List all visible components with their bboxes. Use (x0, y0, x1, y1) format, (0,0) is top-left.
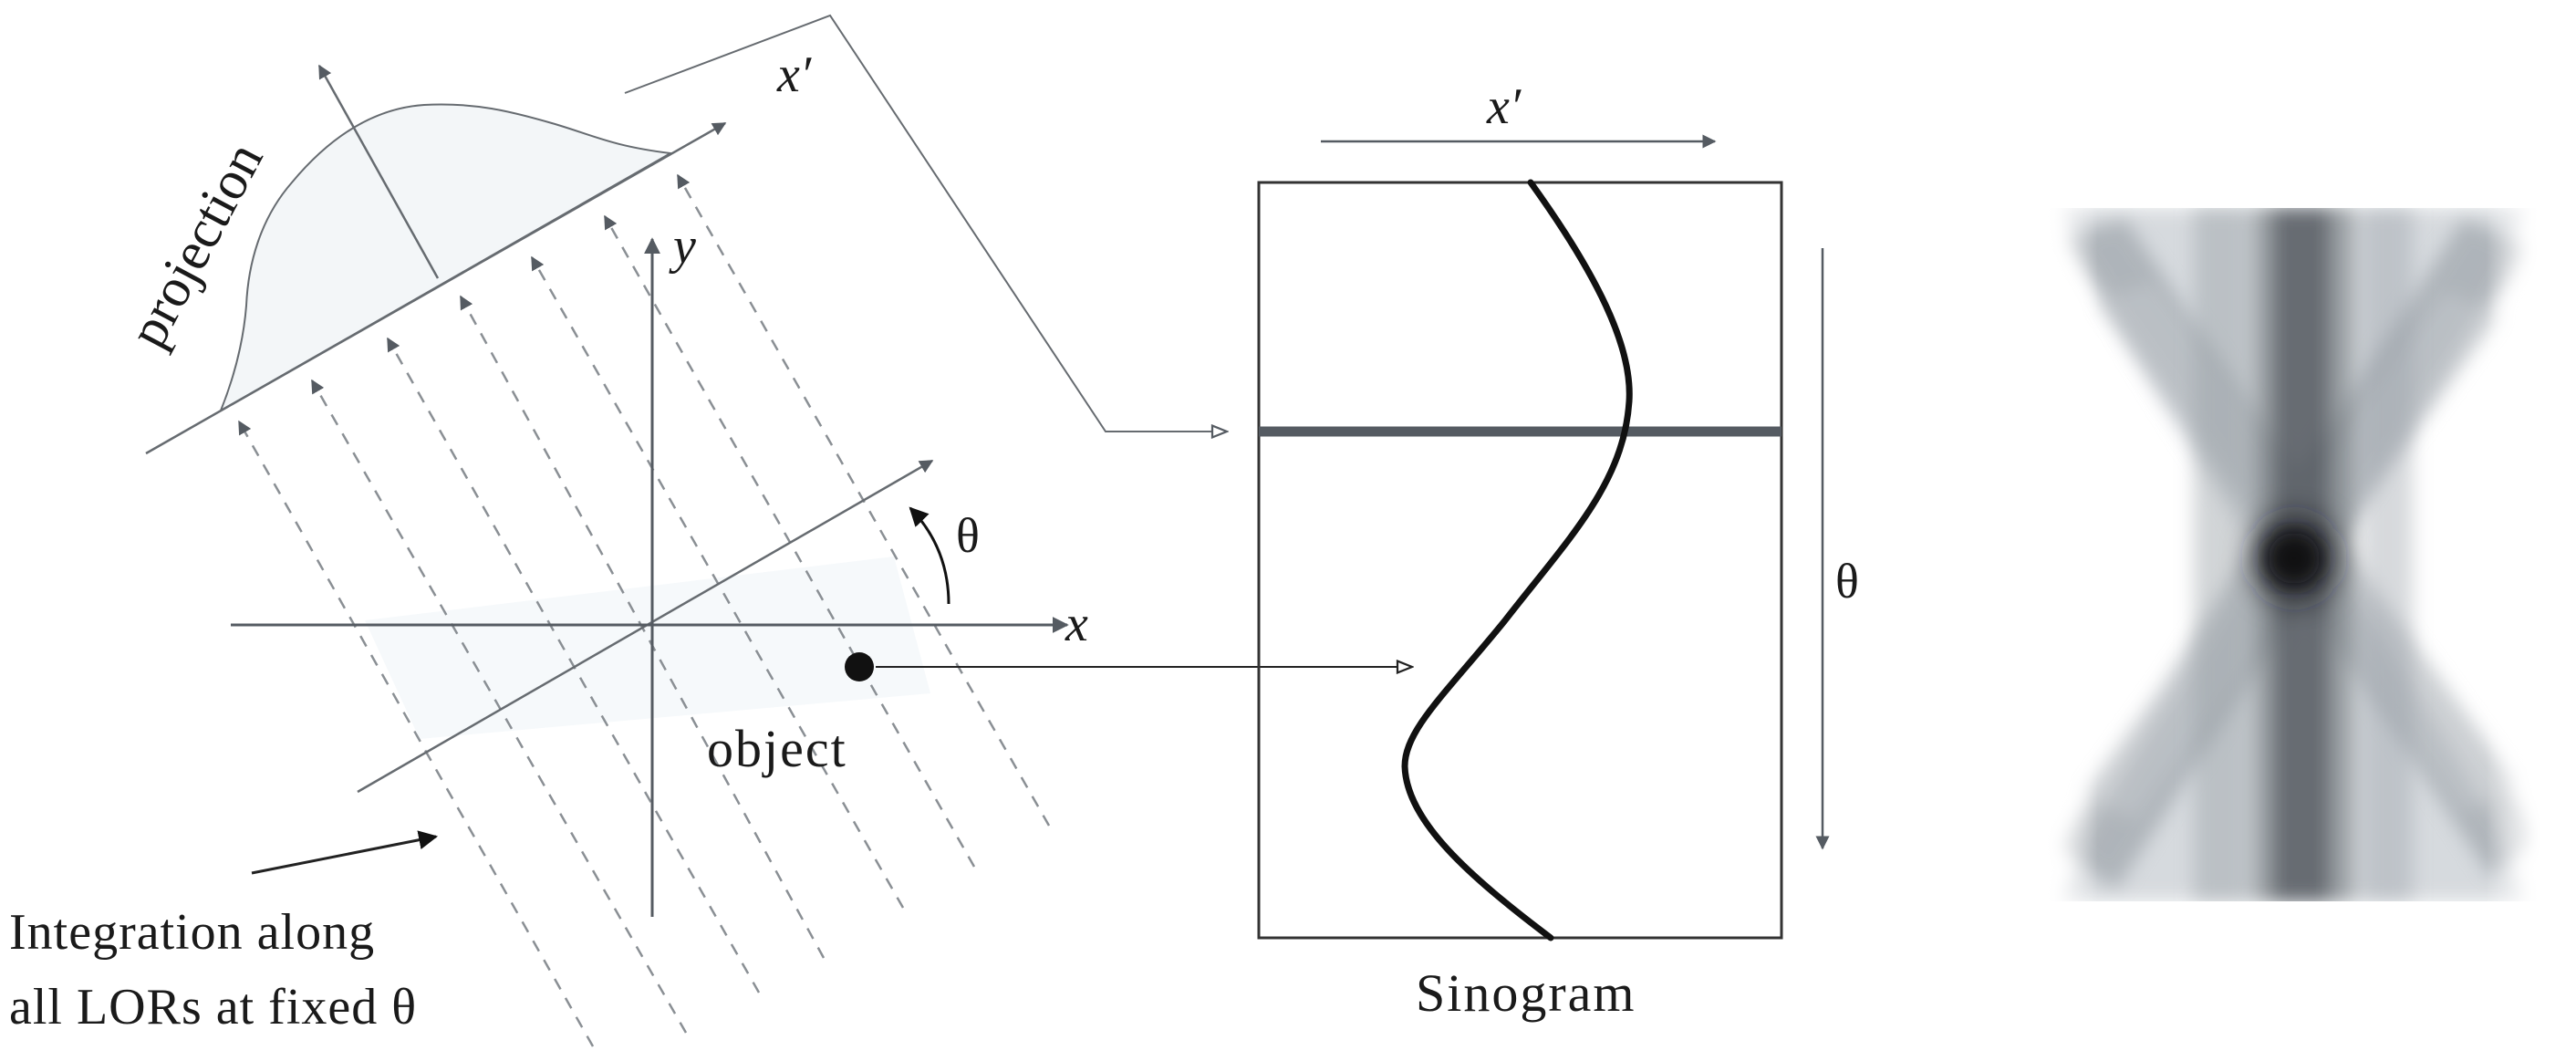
lor-3 (386, 337, 761, 993)
sinogram-panel: x′ θ Sinogram (1257, 78, 1859, 1023)
object-region (365, 557, 930, 739)
detector-line (145, 121, 727, 455)
theta-rotation-label: θ (956, 508, 980, 563)
x-axis-label: x (1065, 596, 1088, 652)
sinogram-theta-label: θ (1835, 554, 1859, 609)
projection-geometry: projection x′ y x θ object Integration a… (9, 14, 1412, 1047)
lor-5 (530, 255, 905, 909)
point-object-dot (845, 652, 874, 681)
lor-6 (603, 214, 976, 868)
y-axis-label: y (669, 218, 696, 275)
theta-rotation-arc (909, 506, 950, 605)
sinogram-caption: Sinogram (1416, 963, 1636, 1023)
sinogram-frame (1257, 181, 1783, 940)
integration-arrow (251, 830, 439, 875)
integration-label-line2: all LORs at fixed θ (9, 979, 417, 1035)
projection-to-row-leader (624, 14, 1227, 432)
sinogram-x-prime-label: x′ (1486, 78, 1522, 135)
lor-2 (310, 379, 688, 1034)
rotated-y-axis (317, 64, 440, 279)
lor-1 (237, 420, 595, 1047)
sinogram-sine-curve (1401, 179, 1633, 941)
projection-profile (219, 103, 674, 413)
x-prime-detector-label: x′ (776, 47, 812, 103)
object-label: object (707, 719, 847, 778)
backprojection-image (2043, 208, 2540, 901)
integration-label-line1: Integration along (9, 904, 375, 961)
